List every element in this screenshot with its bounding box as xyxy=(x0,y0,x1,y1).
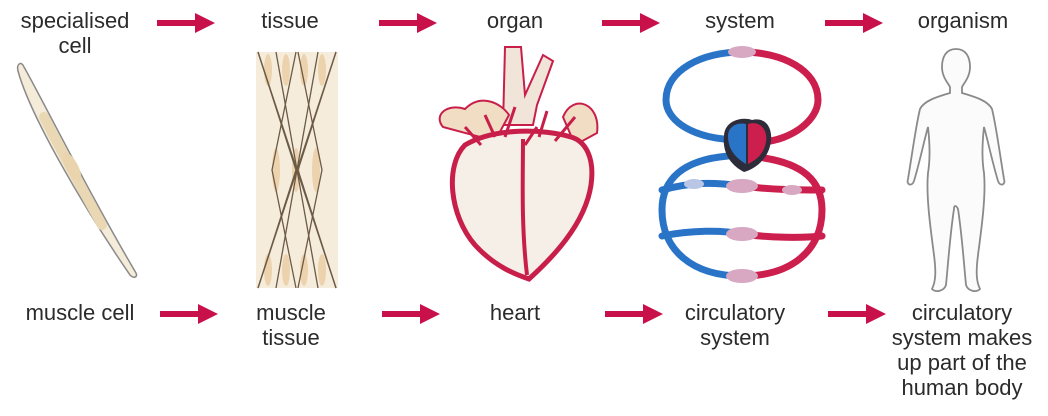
arrow-right-icon xyxy=(158,301,220,327)
circulatory-system-illustration xyxy=(652,40,832,290)
label-muscle-tissue: muscle tissue xyxy=(236,300,346,350)
arrow-right-icon xyxy=(380,301,442,327)
label-system: system xyxy=(680,8,800,33)
label-circulatory-system: circulatory system xyxy=(660,300,810,350)
arrow-right-icon xyxy=(603,301,665,327)
arrow-right-icon xyxy=(826,301,888,327)
label-human-body: circulatory system makes up part of the … xyxy=(878,300,1046,400)
label-tissue: tissue xyxy=(230,8,350,33)
muscle-tissue-illustration xyxy=(252,50,342,290)
label-heart: heart xyxy=(455,300,575,325)
label-organism: organism xyxy=(893,8,1033,33)
arrow-right-icon xyxy=(377,10,439,36)
label-specialised-cell: specialised cell xyxy=(0,8,150,58)
arrow-right-icon xyxy=(823,10,885,36)
arrow-right-icon xyxy=(155,10,217,36)
muscle-cell-illustration xyxy=(10,55,150,285)
arrow-right-icon xyxy=(600,10,662,36)
label-muscle-cell: muscle cell xyxy=(0,300,160,325)
human-body-illustration xyxy=(896,45,1016,295)
label-organ: organ xyxy=(455,8,575,33)
heart-illustration xyxy=(425,45,615,285)
